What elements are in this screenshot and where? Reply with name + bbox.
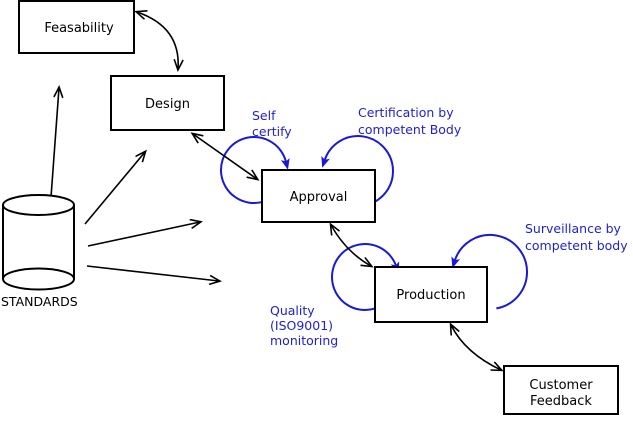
standards-label: STANDARDS [1,294,78,309]
customer-feedback-box [503,365,619,415]
certification-line1: Certification by [358,105,454,120]
quality-line3: monitoring [270,333,338,348]
self-certify-line2: certify [252,124,292,139]
approval-label: Approval [290,190,348,205]
edge-standards-design [84,152,145,225]
edge-group [49,12,501,370]
customer-feedback-label-line2: Feedback [530,394,592,409]
certification-loop-arrow [321,135,394,207]
node-approval: Approval [261,169,376,223]
surveillance-loop-arrow [451,233,528,310]
surveillance-line1: Surveillance by [525,221,622,236]
edge-standards-feasability [49,88,59,212]
edge-production-customer-feedback [451,325,501,370]
node-feasability: Feasability [18,0,135,54]
cylinder-body [3,205,74,279]
edge-standards-production [86,265,219,281]
edge-approval-production [331,225,371,266]
surveillance-line2: competent body [525,238,628,253]
annotation-quality-monitoring: Quality (ISO9001) monitoring [270,303,338,348]
node-customer-feedback: Customer Feedback [503,365,619,415]
standards-cylinder [2,194,75,291]
production-box [374,266,488,323]
edge-design-approval [193,134,257,179]
customer-feedback-label-line1: Customer [529,378,593,393]
edge-feasability-design [137,12,178,69]
design-label: Design [145,97,190,112]
self-certify-line1: Self [252,108,276,123]
feasability-label: Feasability [44,21,114,36]
node-production: Production [374,266,488,323]
quality-line1: Quality [270,303,315,318]
annotation-surveillance: Surveillance by competent body [525,221,628,253]
node-design: Design [110,75,225,131]
feasability-box [18,0,135,54]
annotation-certification: Certification by competent Body [358,105,462,137]
annotation-self-certify: Self certify [252,108,292,139]
edge-standards-approval [87,222,200,247]
production-label: Production [396,288,465,303]
cylinder-top-ellipse [2,194,75,216]
quality-line2: (ISO9001) [270,318,333,333]
cylinder-bottom-ellipse [2,267,75,291]
approval-box [261,169,376,223]
quality-monitoring-loop-arrow [331,243,400,311]
certification-line2: competent Body [358,122,462,137]
design-box [110,75,225,131]
